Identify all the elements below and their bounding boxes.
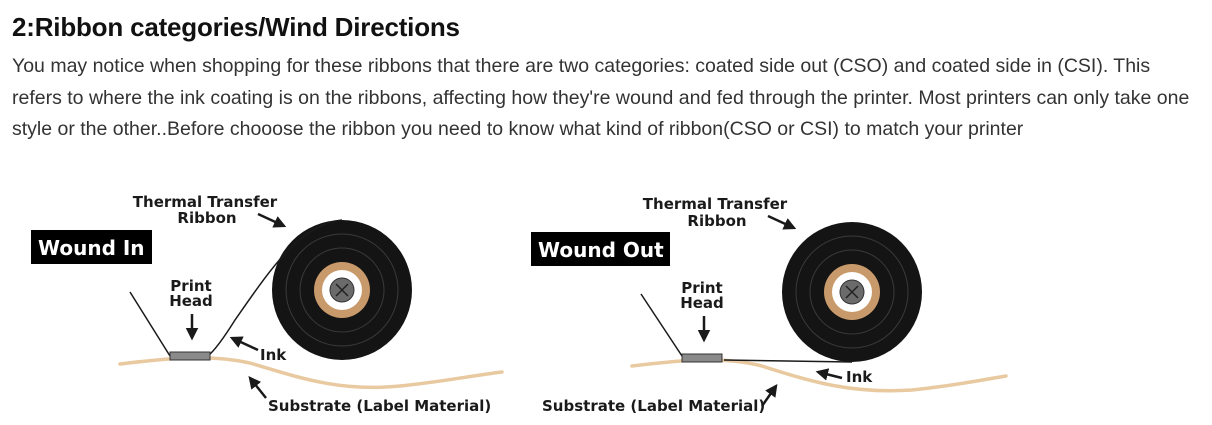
ribbon-roll [782,222,922,362]
section-paragraph: You may notice when shopping for these r… [12,55,1190,140]
print-head [681,353,723,363]
wound-out-tag-text: Wound Out [538,238,664,262]
head-label-line2: Head [680,294,724,312]
head-label-line1: Print [170,277,211,295]
ink-label: Ink [846,368,873,386]
ribbon-roll [272,220,412,360]
ribbon-feed-line [207,219,343,357]
print-head [169,351,211,361]
ribbon-label-line2: Ribbon [177,209,236,227]
wound-in-tag-text: Wound In [38,236,145,260]
wound-out-tag [531,232,670,266]
substrate-label: Substrate (Label Material) [268,397,491,415]
ribbon-label-line1: Thermal Transfer [643,195,788,213]
wound-in-tag [31,230,152,264]
head-label-line2: Head [169,292,213,310]
ribbon-label-line1: Thermal Transfer [133,193,278,211]
wound-in-diagram: Wound In Thermal Transfer Ribbon Print H… [31,193,504,415]
substrate-label: Substrate (Label Material) [542,397,765,415]
substrate-strip [118,355,504,390]
ribbon-feed-line [723,359,853,363]
ink-label: Ink [260,346,287,364]
ribbon-label-line2: Ribbon [687,212,746,230]
head-label-line1: Print [681,279,722,297]
wound-out-diagram: Wound Out Thermal Transfer Ribbon Print … [531,195,1008,415]
section-heading: 2:Ribbon categories/Wind Directions [12,12,460,42]
substrate-strip [630,358,1008,393]
